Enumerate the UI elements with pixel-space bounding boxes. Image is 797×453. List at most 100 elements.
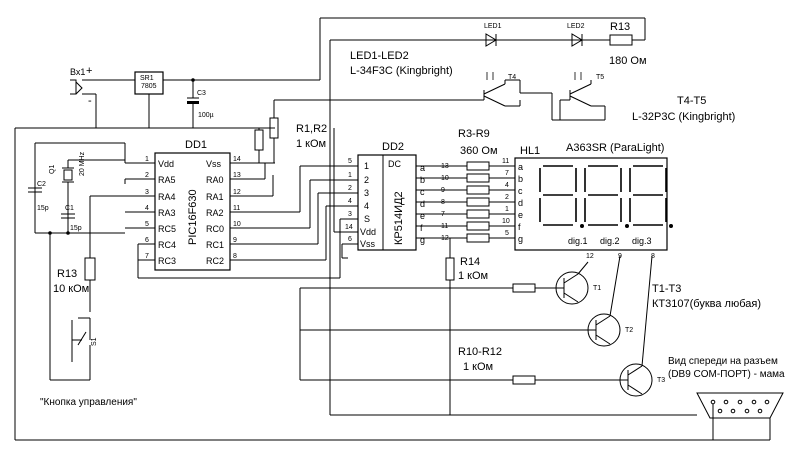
- svg-text:7: 7: [145, 253, 149, 260]
- phototransistor-t4: T4: [483, 72, 521, 107]
- button-caption: "Кнопка управления": [40, 397, 137, 408]
- display-part: A363SR (ParaLight): [566, 142, 664, 154]
- decoder-body: [357, 154, 417, 251]
- hl1-name: HL1: [520, 145, 540, 157]
- c2-name: C2: [37, 181, 46, 188]
- plus-sign: +: [86, 65, 92, 77]
- svg-text:2: 2: [364, 175, 369, 185]
- decoder-header: DC: [388, 159, 401, 169]
- svg-text:RA0: RA0: [206, 175, 224, 185]
- svg-text:1: 1: [505, 206, 509, 213]
- db9-connector: [696, 392, 784, 440]
- svg-text:d: d: [518, 198, 523, 208]
- button-s1: S1: [50, 317, 98, 381]
- svg-text:5: 5: [145, 221, 149, 228]
- jack-symbol: [70, 79, 77, 95]
- db9-shell: [696, 392, 784, 419]
- svg-text:d: d: [420, 199, 425, 209]
- decoder-name: DD2: [382, 141, 404, 153]
- connector-label: Вид спереди на разъем: [668, 356, 778, 367]
- svg-text:RC2: RC2: [206, 256, 224, 266]
- r13-top: R13 180 Ом: [609, 21, 647, 67]
- minus-sign: -: [88, 95, 92, 107]
- svg-text:e: e: [518, 210, 523, 220]
- leds-part: L-34F3C (Kingbright): [350, 65, 453, 77]
- svg-text:c: c: [420, 187, 425, 197]
- svg-text:5: 5: [505, 230, 509, 237]
- led2: LED2: [567, 23, 585, 47]
- r1-resistor: [254, 129, 264, 151]
- svg-text:b: b: [518, 174, 523, 184]
- svg-text:c: c: [518, 186, 523, 196]
- svg-text:13: 13: [233, 172, 241, 179]
- r1r2-name: R1,R2: [296, 123, 327, 135]
- led1-label: LED1: [484, 23, 502, 30]
- r13-left-name: R13: [57, 268, 77, 280]
- digit-1: [539, 165, 584, 228]
- svg-text:4: 4: [505, 182, 509, 189]
- r10r12-name: R10-R12: [458, 346, 502, 358]
- svg-text:b: b: [420, 175, 425, 185]
- svg-text:RA2: RA2: [206, 208, 224, 218]
- svg-text:1: 1: [348, 172, 352, 179]
- svg-text:f: f: [420, 223, 423, 233]
- svg-text:8: 8: [651, 253, 655, 260]
- svg-text:11: 11: [502, 158, 509, 165]
- svg-text:3: 3: [364, 188, 369, 198]
- r1-r2: R1,R2 1 кОм: [254, 100, 327, 196]
- svg-text:10: 10: [233, 221, 241, 228]
- regulator-sr1: SR1 7805: [134, 71, 320, 118]
- r13-top-resistor: [609, 34, 633, 46]
- svg-text:Vss: Vss: [360, 239, 376, 249]
- svg-text:f: f: [518, 222, 521, 232]
- r3r9-value: 360 Ом: [460, 145, 498, 157]
- svg-text:6: 6: [145, 237, 149, 244]
- c1-name: C1: [65, 205, 74, 212]
- digit-3: [629, 165, 673, 228]
- svg-text:Vdd: Vdd: [158, 159, 174, 169]
- display-hl1: 11a 7b 4c 2d 1e 10f 5g dig.1 dig.2 dig.3…: [502, 157, 673, 260]
- svg-text:4: 4: [348, 198, 352, 205]
- crystal-freq: 20 MHz: [79, 151, 86, 176]
- r10r12-value: 1 кОм: [463, 361, 493, 373]
- svg-text:4: 4: [364, 201, 369, 211]
- c3-value: 100µ: [198, 112, 214, 119]
- led2-label: LED2: [567, 23, 585, 30]
- svg-text:1: 1: [145, 156, 149, 163]
- svg-text:1: 1: [364, 161, 369, 171]
- svg-text:6: 6: [348, 236, 352, 243]
- svg-text:RC0: RC0: [206, 224, 224, 234]
- regulator-type: 7805: [141, 83, 157, 90]
- resistor-bank-r3-r9: [416, 161, 515, 243]
- t2-label: T2: [625, 327, 633, 334]
- t4t5-label: T4-T5: [677, 95, 706, 107]
- r13-pullup: R13 10 кОм: [48, 195, 125, 380]
- decoder-part: КР514ИД2: [393, 191, 405, 245]
- svg-text:2: 2: [505, 194, 509, 201]
- dig1-label: dig.1: [568, 236, 588, 246]
- regulator-name: SR1: [140, 75, 154, 82]
- r14: R14 1 кОм: [445, 238, 488, 415]
- oscillator: C2 15p Q1 20 MHz C1 15p: [28, 142, 125, 235]
- svg-text:2: 2: [145, 172, 149, 179]
- svg-text:RA1: RA1: [206, 192, 224, 202]
- svg-text:9: 9: [233, 237, 237, 244]
- r13-left-value: 10 кОм: [53, 283, 89, 295]
- power-input-label: Вх1: [70, 67, 85, 77]
- r14-value: 1 кОм: [458, 270, 488, 282]
- svg-text:RC5: RC5: [158, 224, 176, 234]
- svg-text:3: 3: [348, 211, 352, 218]
- connector-label-2: (DB9 COM-ПОРТ) - мама: [668, 369, 785, 380]
- svg-text:a: a: [518, 162, 523, 172]
- dig3-label: dig.3: [632, 236, 652, 246]
- t4t5-part: L-32P3C (Kingbright): [632, 111, 735, 123]
- r1r2-value: 1 кОм: [296, 138, 326, 150]
- svg-text:RC3: RC3: [158, 256, 176, 266]
- svg-text:3: 3: [145, 189, 149, 196]
- svg-text:S: S: [364, 214, 370, 224]
